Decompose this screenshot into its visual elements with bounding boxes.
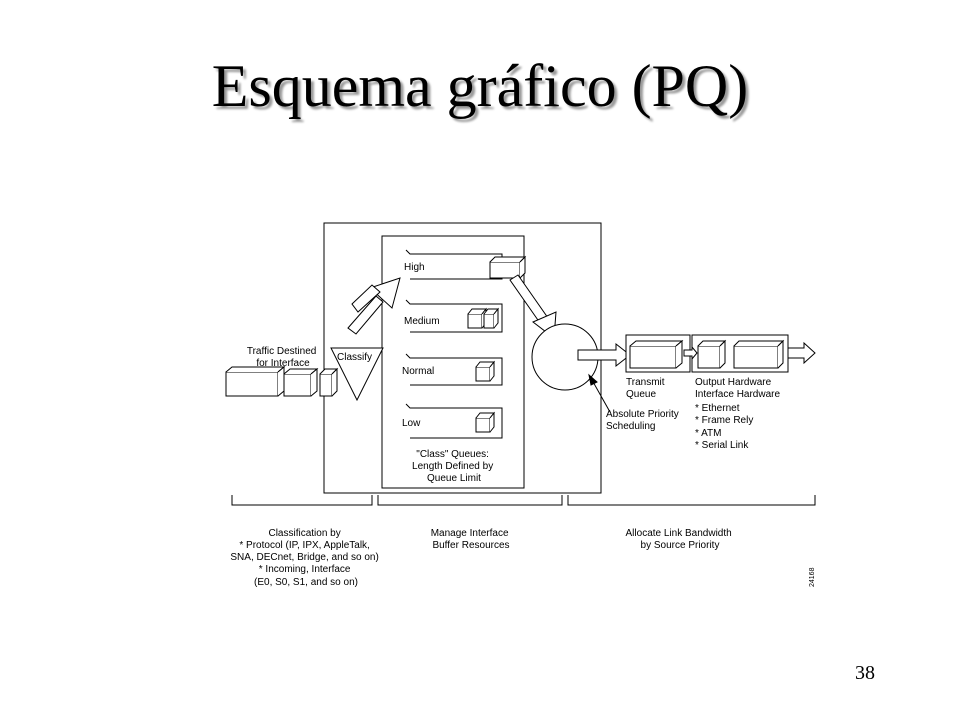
caption-manage-line: Buffer Resources: [432, 540, 509, 551]
slide-number: 38: [855, 662, 875, 684]
caption-manage-line: Manage Interface: [431, 528, 509, 539]
hardware-label-line: * Ethernet: [695, 403, 740, 414]
class-queues-caption-line: "Class" Queues:: [416, 449, 489, 460]
caption-allocate-line: by Source Priority: [641, 540, 720, 551]
scheduler-pointer: [591, 379, 611, 413]
hardware-label-line: * ATM: [695, 428, 721, 439]
exit-arrow: [787, 341, 816, 365]
classify-arrow: [347, 277, 401, 335]
slide-title: Esquema gráfico (PQ): [211, 53, 749, 119]
caption-manage: Manage Interface Buffer Resources: [431, 528, 512, 551]
hardware-label-line: * Frame Rely: [695, 415, 753, 426]
scheduler-to-transmit-arrow: [577, 342, 631, 368]
caption-classification: Classification by * Protocol (IP, IPX, A…: [230, 528, 381, 588]
class-queues-caption-line: Queue Limit: [427, 473, 481, 484]
queue-label-low: Low: [402, 418, 421, 429]
transmit-to-hardware-arrow: [683, 345, 698, 361]
queue-slot-high: [405, 249, 503, 280]
caption-allocate-line: Allocate Link Bandwidth: [626, 528, 732, 539]
queue-slot-normal: [405, 353, 503, 386]
queue-slot-medium: [405, 299, 503, 333]
scheduler-label-line: Absolute Priority: [606, 409, 679, 420]
bracket-manage: [377, 495, 563, 506]
caption-classification-line: Classification by: [268, 528, 340, 539]
queue-slot-low: [405, 403, 503, 439]
transmit-label-line: Queue: [626, 389, 656, 400]
incoming-packets: [225, 365, 339, 397]
caption-classification-line: * Incoming, Interface: [259, 564, 351, 575]
traffic-label-line: Traffic Destined: [247, 346, 316, 357]
class-queues-caption: "Class" Queues: Length Defined by Queue …: [412, 449, 496, 484]
bracket-classification: [231, 495, 373, 506]
scheduler-label-line: Scheduling: [606, 421, 655, 432]
classify-label: Classify: [337, 352, 372, 363]
caption-allocate: Allocate Link Bandwidth by Source Priori…: [626, 528, 735, 551]
hardware-label-line: Interface Hardware: [695, 389, 780, 400]
caption-classification-line: SNA, DECnet, Bridge, and so on): [230, 552, 378, 563]
scheduler-label: Absolute Priority Scheduling: [606, 409, 682, 432]
queue-label-high: High: [404, 262, 425, 273]
bracket-allocate: [567, 495, 816, 506]
classifier-funnel: [330, 347, 384, 402]
hardware-label-line: Output Hardware: [695, 377, 772, 388]
output-hardware: [691, 334, 789, 373]
queue-label-normal: Normal: [402, 366, 434, 377]
caption-classification-line: * Protocol (IP, IPX, AppleTalk,: [239, 540, 369, 551]
traffic-label: Traffic Destined for Interface: [247, 346, 319, 369]
transmit-label-line: Transmit: [626, 377, 665, 388]
queue-label-medium: Medium: [404, 316, 440, 327]
transmit-queue: [625, 334, 691, 373]
figure-id: 24168: [809, 567, 816, 587]
class-queues-box: [381, 235, 525, 489]
caption-classification-line: (E0, S0, S1, and so on): [254, 577, 358, 588]
traffic-label-line: for Interface: [256, 358, 310, 369]
hardware-label: Output Hardware Interface Hardware * Eth…: [695, 377, 783, 451]
transmit-label: Transmit Queue: [626, 377, 667, 400]
hardware-label-line: * Serial Link: [695, 440, 749, 451]
scheduler-pointer-head: [588, 373, 598, 386]
class-queues-caption-line: Length Defined by: [412, 461, 493, 472]
